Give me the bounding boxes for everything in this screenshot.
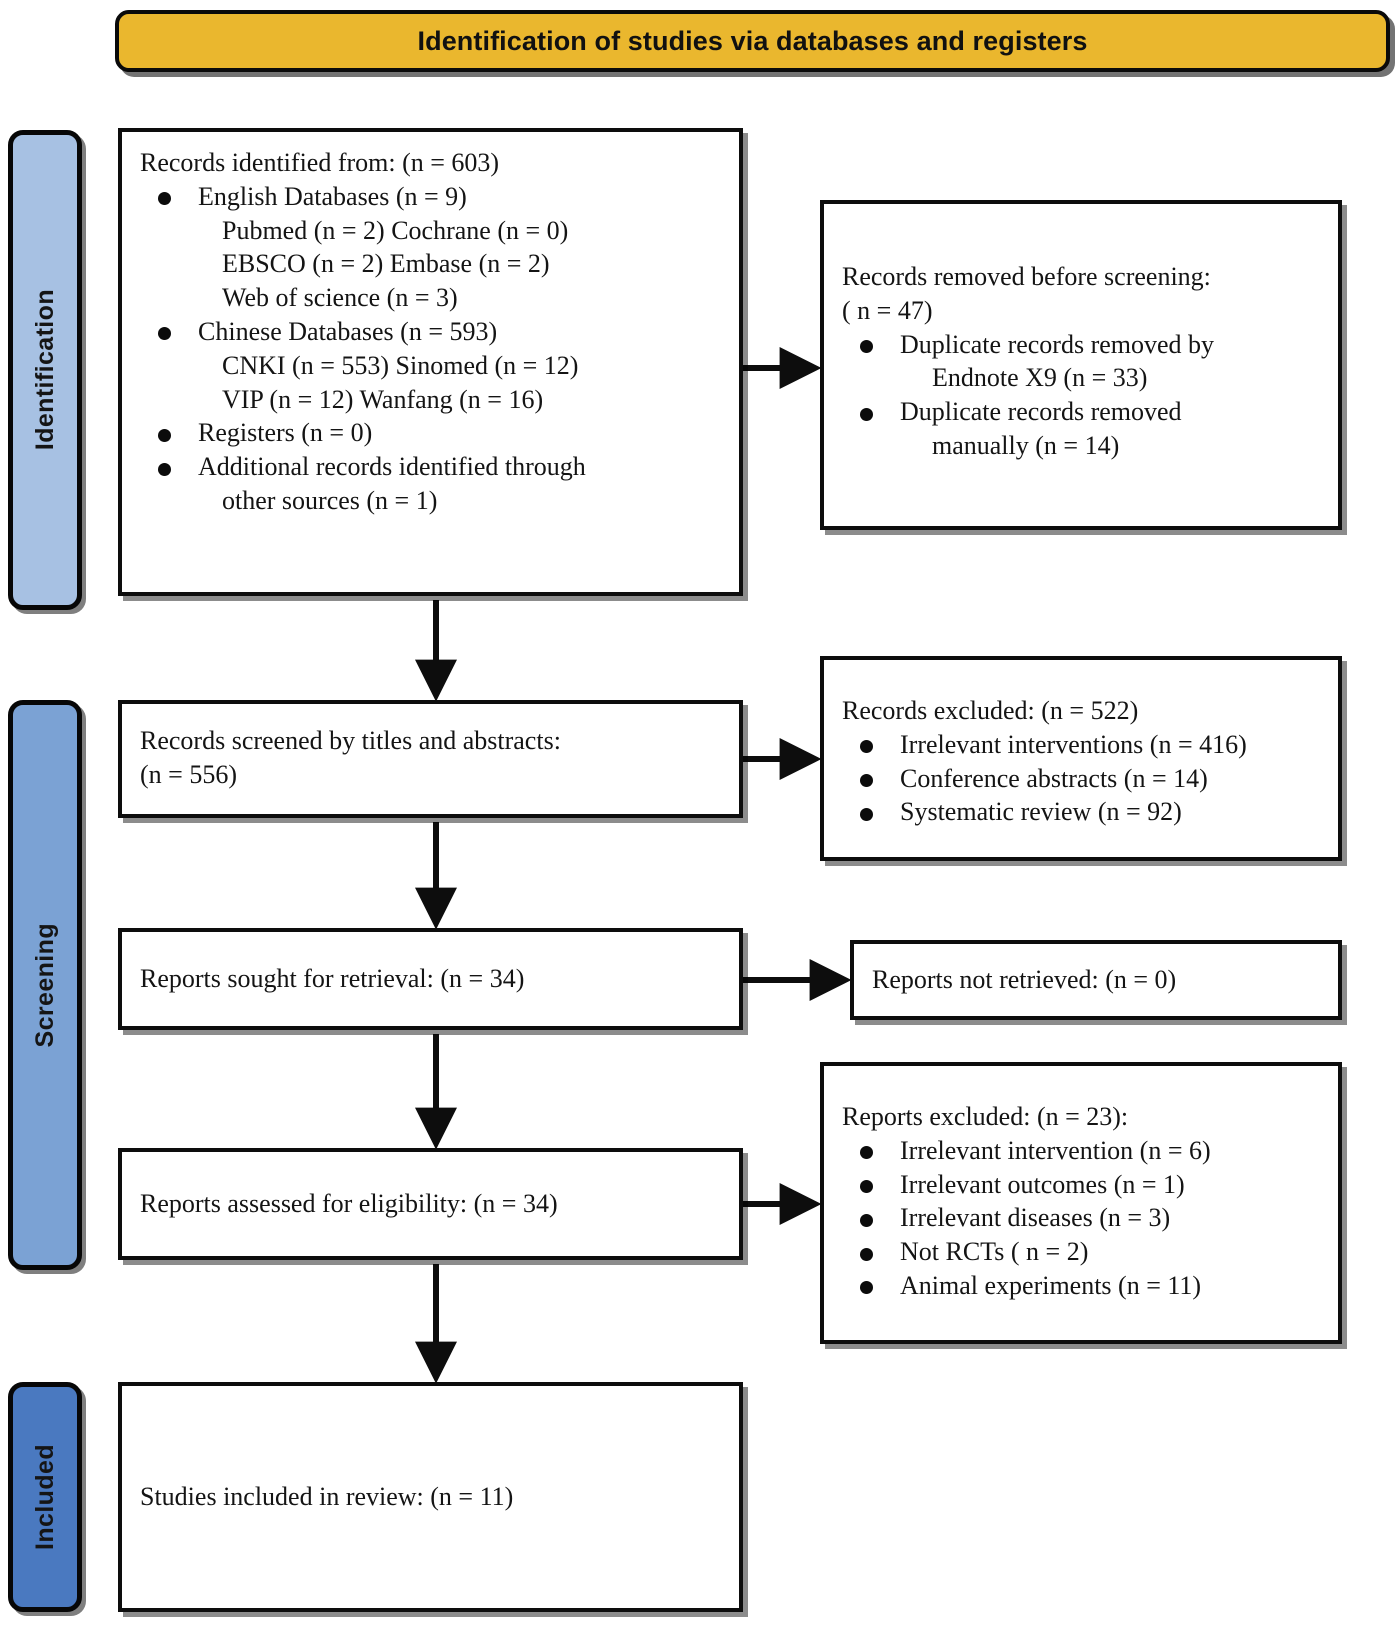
list-item: manually (n = 14) bbox=[842, 429, 1320, 463]
stage-label-identification: Identification bbox=[8, 130, 82, 610]
stage-label-screening: Screening bbox=[8, 700, 82, 1270]
stage-label-screening-text: Screening bbox=[30, 922, 59, 1048]
list-item-label: Not RCTs ( n = 2) bbox=[900, 1237, 1089, 1267]
bullet-dot-icon bbox=[158, 428, 171, 442]
records-excluded-list: Irrelevant interventions (n = 416) Confe… bbox=[842, 728, 1320, 829]
list-item: Animal experiments (n = 11) bbox=[842, 1269, 1320, 1303]
records-removed-list: Duplicate records removed by Endnote X9 … bbox=[842, 328, 1320, 463]
list-item-label: English Databases (n = 9) bbox=[198, 181, 467, 211]
list-item: Conference abstracts (n = 14) bbox=[842, 762, 1320, 796]
list-item-label: Irrelevant interventions (n = 416) bbox=[900, 729, 1247, 759]
records-removed-heading-line2: ( n = 47) bbox=[842, 295, 933, 325]
box-records-excluded: Records excluded: (n = 522) Irrelevant i… bbox=[820, 656, 1342, 861]
list-item-label: Irrelevant outcomes (n = 1) bbox=[900, 1169, 1185, 1199]
stage-label-included: Included bbox=[8, 1382, 82, 1612]
reports-excluded-list: Irrelevant intervention (n = 6) Irreleva… bbox=[842, 1134, 1320, 1303]
list-item: Pubmed (n = 2) Cochrane (n = 0) bbox=[140, 214, 721, 248]
list-item-label: VIP (n = 12) Wanfang (n = 16) bbox=[222, 384, 544, 414]
list-item: Duplicate records removed by bbox=[842, 328, 1320, 362]
box-reports-excluded: Reports excluded: (n = 23): Irrelevant i… bbox=[820, 1062, 1342, 1344]
list-item-label: manually (n = 14) bbox=[932, 430, 1120, 460]
list-item: Registers (n = 0) bbox=[140, 416, 721, 450]
list-item-label: Endnote X9 (n = 33) bbox=[932, 363, 1148, 393]
bullet-dot-icon bbox=[860, 1247, 873, 1261]
list-item: English Databases (n = 9) bbox=[140, 180, 721, 214]
box-reports-not-retrieved: Reports not retrieved: (n = 0) bbox=[850, 940, 1342, 1020]
list-item-label: Registers (n = 0) bbox=[198, 418, 373, 448]
list-item-label: Systematic review (n = 92) bbox=[900, 797, 1182, 827]
list-item: Duplicate records removed bbox=[842, 395, 1320, 429]
list-item: Irrelevant intervention (n = 6) bbox=[842, 1134, 1320, 1168]
records-identified-heading: Records identified from: (n = 603) bbox=[140, 148, 500, 177]
list-item-label: Duplicate records removed bbox=[900, 397, 1182, 427]
bullet-dot-icon bbox=[860, 740, 873, 754]
list-item: Chinese Databases (n = 593) bbox=[140, 315, 721, 349]
bullet-dot-icon bbox=[860, 407, 873, 421]
bullet-dot-icon bbox=[860, 340, 873, 354]
list-item-label: Pubmed (n = 2) Cochrane (n = 0) bbox=[222, 215, 569, 245]
list-item-label: Web of science (n = 3) bbox=[222, 283, 458, 313]
list-item: Irrelevant interventions (n = 416) bbox=[842, 728, 1320, 762]
list-item-label: CNKI (n = 553) Sinomed (n = 12) bbox=[222, 350, 579, 380]
bullet-dot-icon bbox=[860, 1180, 873, 1194]
studies-included-label: Studies included in review: (n = 11) bbox=[140, 1482, 514, 1512]
bullet-dot-icon bbox=[860, 1281, 873, 1295]
list-item-label: other sources (n = 1) bbox=[222, 485, 438, 515]
list-item-label: Irrelevant diseases (n = 3) bbox=[900, 1203, 1171, 1233]
reports-sought-label: Reports sought for retrieval: (n = 34) bbox=[140, 964, 525, 994]
list-item-label: Conference abstracts (n = 14) bbox=[900, 763, 1208, 793]
reports-excluded-heading: Reports excluded: (n = 23): bbox=[842, 1102, 1129, 1131]
bullet-dot-icon bbox=[860, 774, 873, 788]
bullet-dot-icon bbox=[158, 192, 171, 206]
box-reports-assessed: Reports assessed for eligibility: (n = 3… bbox=[118, 1148, 743, 1260]
records-identified-list: English Databases (n = 9) Pubmed (n = 2)… bbox=[140, 180, 721, 518]
stage-label-identification-text: Identification bbox=[30, 289, 59, 451]
bullet-dot-icon bbox=[860, 1213, 873, 1227]
list-item-label: Duplicate records removed by bbox=[900, 329, 1215, 359]
diagram-title-banner: Identification of studies via databases … bbox=[115, 10, 1390, 72]
reports-not-retrieved-label: Reports not retrieved: (n = 0) bbox=[872, 965, 1177, 995]
stage-label-included-text: Included bbox=[30, 1444, 59, 1550]
list-item: Irrelevant outcomes (n = 1) bbox=[842, 1168, 1320, 1202]
box-records-identified: Records identified from: (n = 603) Engli… bbox=[118, 128, 743, 596]
list-item-label: Irrelevant intervention (n = 6) bbox=[900, 1135, 1211, 1165]
list-item: VIP (n = 12) Wanfang (n = 16) bbox=[140, 383, 721, 417]
records-screened-line1: Records screened by titles and abstracts… bbox=[140, 726, 561, 755]
records-screened-line2: (n = 556) bbox=[140, 759, 237, 789]
box-studies-included: Studies included in review: (n = 11) bbox=[118, 1382, 743, 1612]
records-excluded-heading: Records excluded: (n = 522) bbox=[842, 696, 1139, 725]
list-item-label: EBSCO (n = 2) Embase (n = 2) bbox=[222, 249, 550, 279]
bullet-dot-icon bbox=[158, 327, 171, 341]
list-item: Endnote X9 (n = 33) bbox=[842, 361, 1320, 395]
reports-assessed-label: Reports assessed for eligibility: (n = 3… bbox=[140, 1189, 558, 1219]
list-item: Additional records identified through bbox=[140, 450, 721, 484]
records-removed-heading-line1: Records removed before screening: bbox=[842, 262, 1211, 291]
list-item: Irrelevant diseases (n = 3) bbox=[842, 1201, 1320, 1235]
list-item: EBSCO (n = 2) Embase (n = 2) bbox=[140, 247, 721, 281]
list-item-label: Chinese Databases (n = 593) bbox=[198, 316, 498, 346]
list-item: Systematic review (n = 92) bbox=[842, 795, 1320, 829]
bullet-dot-icon bbox=[860, 807, 873, 821]
bullet-dot-icon bbox=[158, 462, 171, 476]
box-records-screened: Records screened by titles and abstracts… bbox=[118, 700, 743, 818]
list-item: Web of science (n = 3) bbox=[140, 281, 721, 315]
list-item: other sources (n = 1) bbox=[140, 484, 721, 518]
box-reports-sought: Reports sought for retrieval: (n = 34) bbox=[118, 928, 743, 1030]
diagram-title: Identification of studies via databases … bbox=[417, 25, 1088, 56]
list-item-label: Animal experiments (n = 11) bbox=[900, 1270, 1202, 1300]
bullet-dot-icon bbox=[860, 1146, 873, 1160]
box-records-removed-before-screening: Records removed before screening: ( n = … bbox=[820, 200, 1342, 530]
list-item: CNKI (n = 553) Sinomed (n = 12) bbox=[140, 349, 721, 383]
list-item: Not RCTs ( n = 2) bbox=[842, 1235, 1320, 1269]
list-item-label: Additional records identified through bbox=[198, 452, 586, 482]
